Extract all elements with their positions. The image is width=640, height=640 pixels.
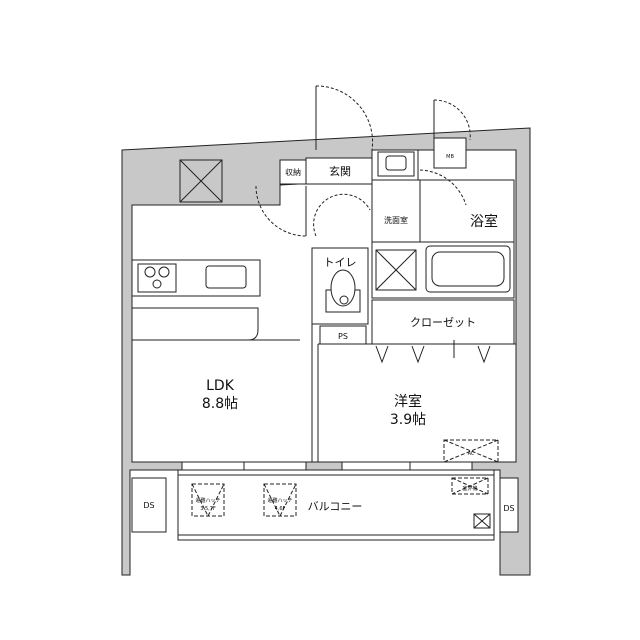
hatch-2-line1: 避難ハッチ [267, 497, 292, 504]
toilet-fixture [325, 269, 361, 313]
entrance-label: 玄関 [329, 164, 351, 178]
hatch-2-line2: 4,6F [275, 506, 286, 512]
outdoor-unit [451, 477, 489, 495]
door-swings [255, 85, 471, 237]
storage-label: 収納 [285, 167, 301, 177]
ds-left-box: DS [131, 477, 167, 533]
shaft-marks [179, 159, 417, 291]
aircon [443, 439, 499, 463]
closet-doors [375, 340, 491, 364]
aircon-label: AC [468, 451, 475, 457]
ds-left-label: DS [143, 501, 154, 510]
outdoor-unit-label: 室外機 [462, 485, 477, 492]
balcony-label: バルコニー [308, 500, 363, 513]
closet-label: クローゼット [410, 316, 476, 329]
washroom-label: 洗面室 [384, 215, 408, 225]
washbasin [377, 151, 415, 177]
bathtub [425, 245, 511, 293]
kitchen [131, 259, 261, 341]
ds-right-box: DS [499, 477, 519, 533]
western-room-label: 洋室 [394, 393, 422, 410]
hatch-1-line2: 3,5,7F [200, 506, 216, 512]
pipe-space-label: PS [338, 332, 348, 341]
ds-right-label: DS [503, 504, 514, 513]
ldk-size: 8.8帖 [202, 396, 238, 412]
sliding-windows [181, 461, 473, 471]
hatch-2 [263, 483, 297, 518]
balcony: バルコニー [177, 469, 495, 541]
hatch-1-line1: 避難ハッチ [195, 497, 220, 504]
ldk-label: LDK [206, 378, 235, 394]
bathroom-label: 浴室 [470, 213, 498, 230]
hatch-1 [191, 483, 225, 518]
western-room-size: 3.9帖 [390, 412, 426, 428]
toilet-label: トイレ [324, 256, 357, 269]
meter-box-label: MB [446, 154, 454, 160]
outdoor-unit-2 [473, 513, 491, 529]
